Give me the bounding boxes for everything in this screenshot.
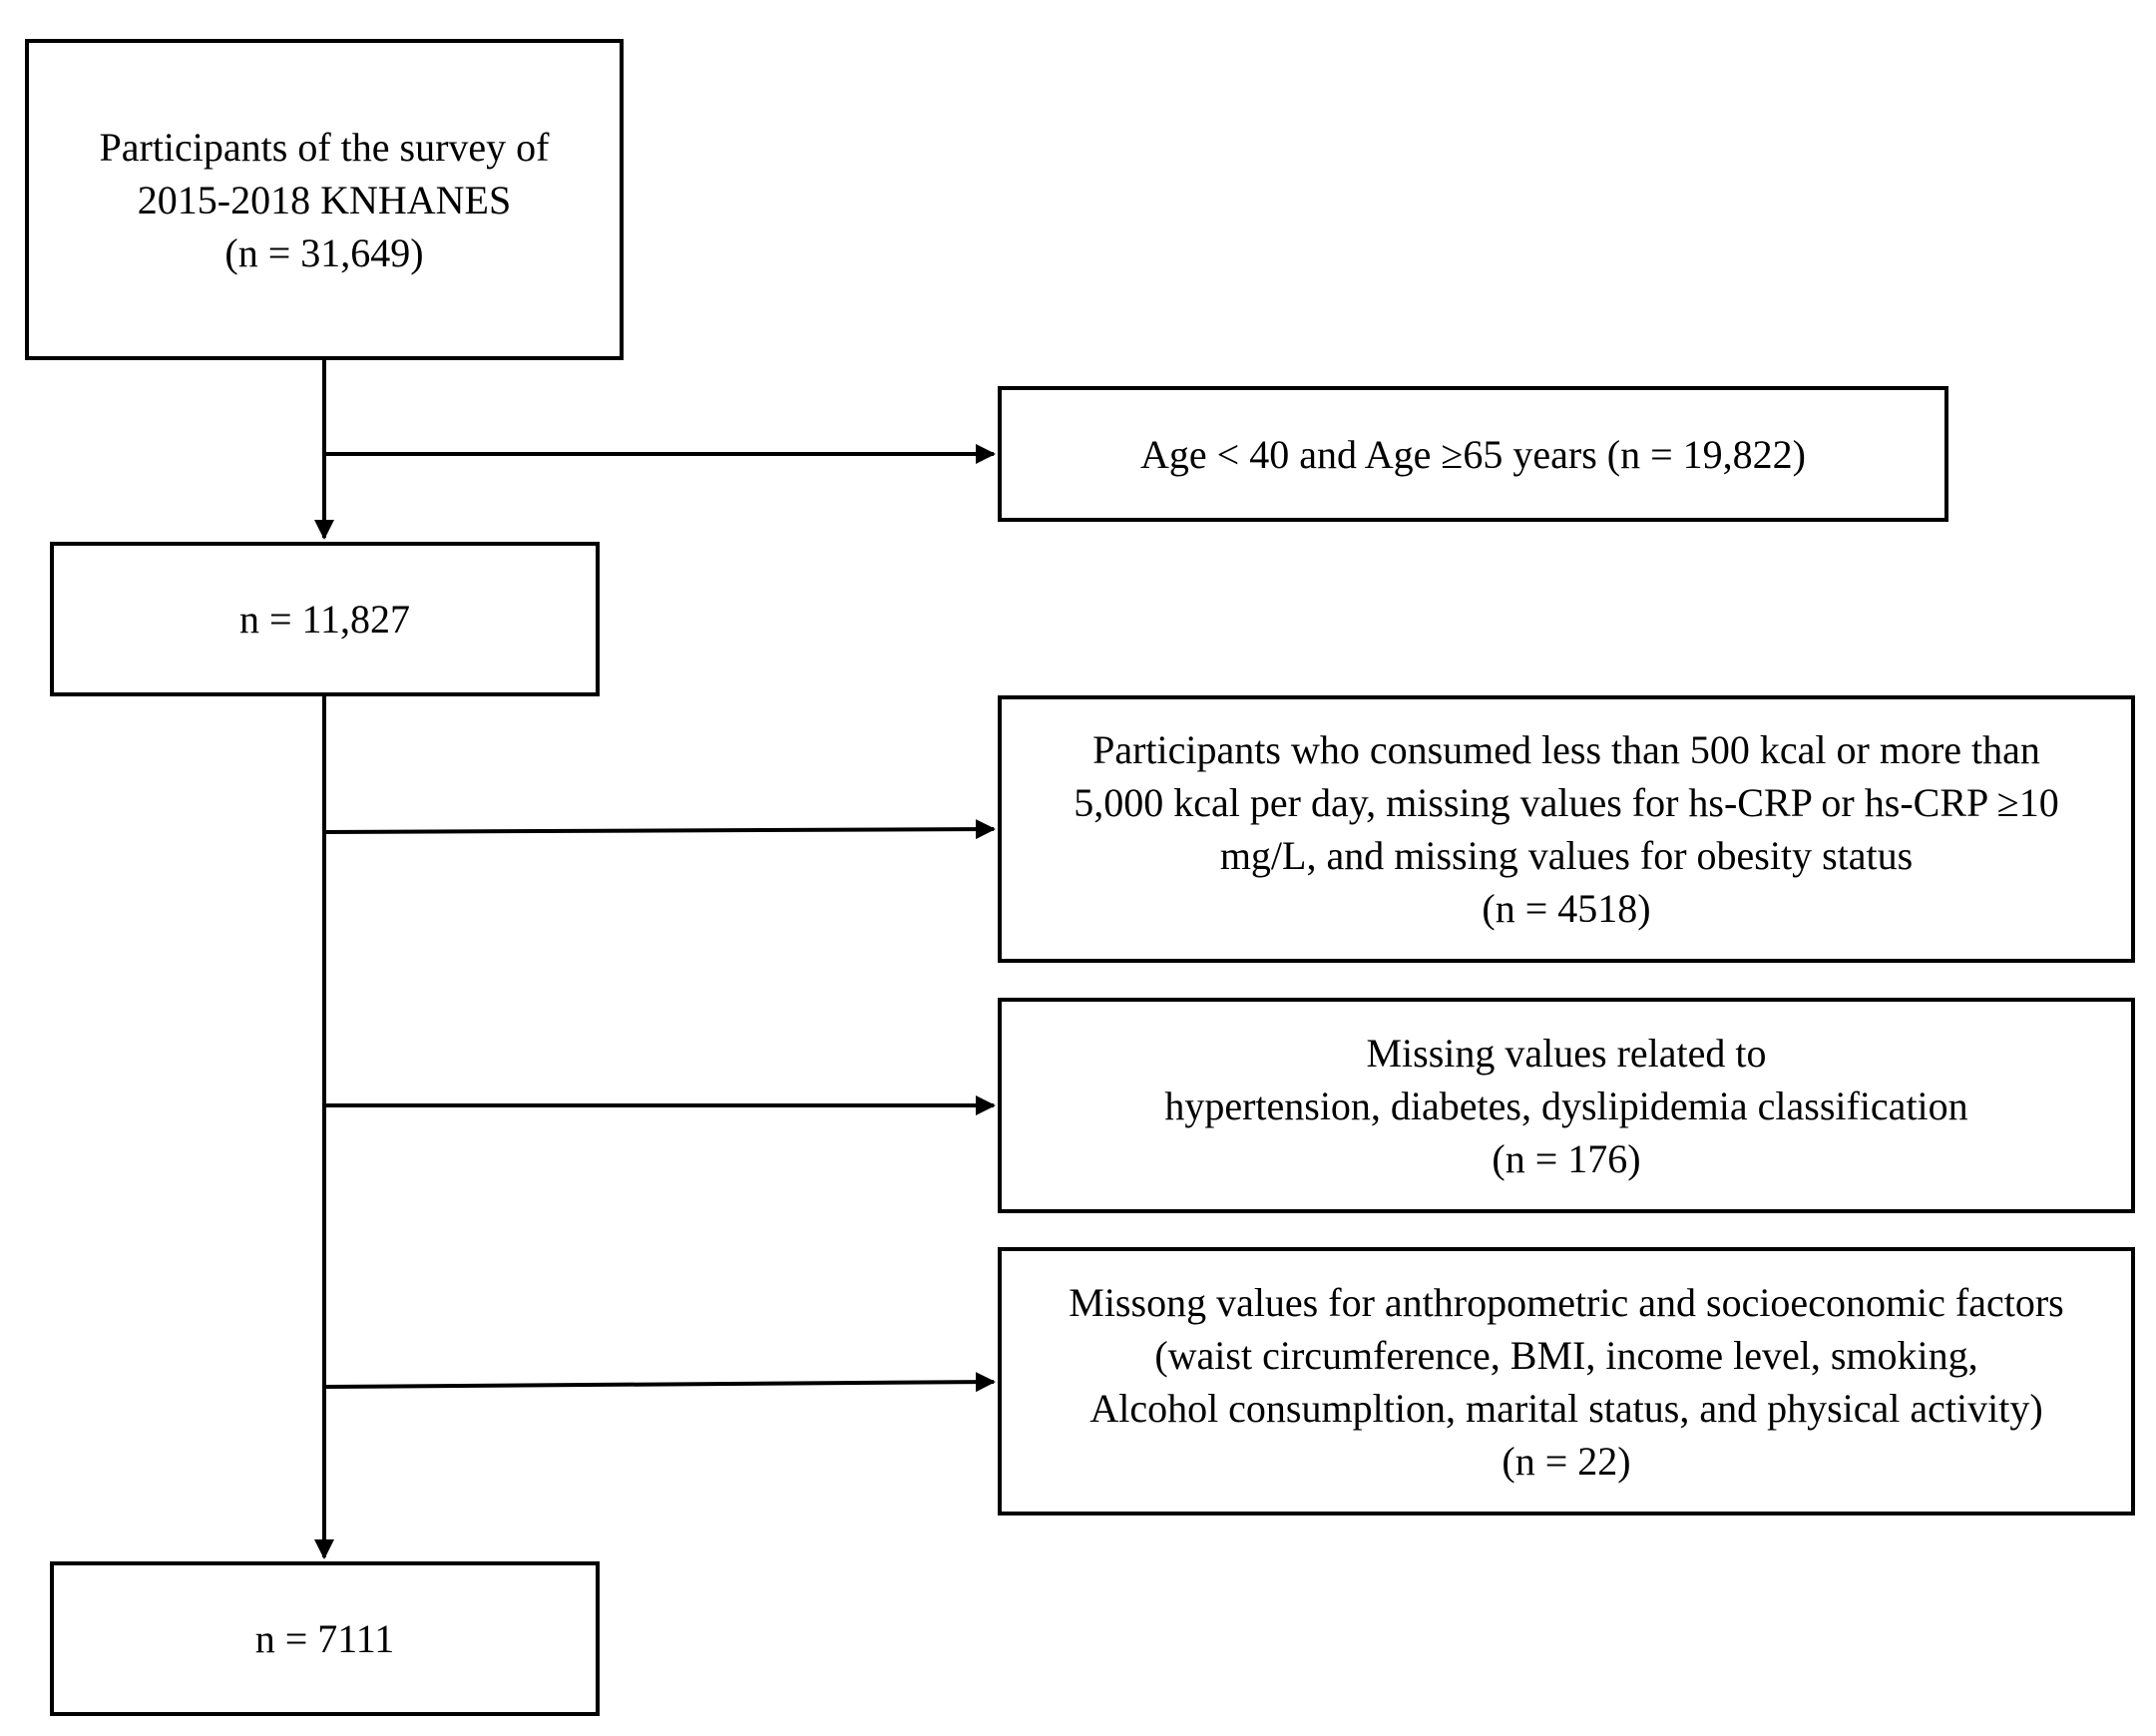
kcal-exclusion-line-1: Participants who consumed less than 500 … xyxy=(1092,727,2040,772)
kcal-exclusion-line-2: 5,000 kcal per day, missing values for h… xyxy=(1074,780,2059,825)
anthropometric-exclusion-line-4: (n = 22) xyxy=(1502,1438,1631,1484)
anthropometric-exclusion-line-2: (waist circumference, BMI, income level,… xyxy=(1154,1332,1978,1378)
age-exclusion-line-1: Age < 40 and Age ≥65 years (n = 19,822) xyxy=(1140,431,1806,477)
kcal-exclusion-line-3: mg/L, and missing values for obesity sta… xyxy=(1219,833,1914,878)
participants-line-2: 2015-2018 KNHANES xyxy=(137,177,512,222)
final-count-box: n = 7111 xyxy=(50,1561,600,1716)
classification-exclusion-line-1: Missing values related to xyxy=(1366,1030,1767,1076)
branch-arrow-kcal xyxy=(323,819,996,840)
participants-line-1: Participants of the survey of xyxy=(99,124,550,170)
after-age-count-text: n = 11,827 xyxy=(238,597,411,642)
age-exclusion-box: Age < 40 and Age ≥65 years (n = 19,822) xyxy=(998,386,1948,522)
anthropometric-exclusion-line-3: Alcohol consumpltion, marital status, an… xyxy=(1089,1385,2043,1431)
classification-exclusion-line-3: (n = 176) xyxy=(1492,1135,1641,1181)
final-count-text: n = 7111 xyxy=(254,1616,395,1661)
branch-arrow-anthropometric xyxy=(323,1372,996,1393)
classification-exclusion-box: Missing values related to hypertension, … xyxy=(998,998,2135,1213)
classification-exclusion-line-2: hypertension, diabetes, dyslipidemia cla… xyxy=(1164,1083,1968,1128)
after-age-count-box: n = 11,827 xyxy=(50,542,600,696)
kcal-exclusion-box: Participants who consumed less than 500 … xyxy=(998,695,2135,963)
anthropometric-exclusion-box: Missong values for anthropometric and so… xyxy=(998,1247,2135,1516)
participants-line-3: (n = 31,649) xyxy=(224,229,424,275)
participants-box: Participants of the survey of 2015-2018 … xyxy=(25,39,624,360)
kcal-exclusion-line-4: (n = 4518) xyxy=(1482,886,1651,931)
anthropometric-exclusion-line-1: Missong values for anthropometric and so… xyxy=(1069,1279,2064,1325)
